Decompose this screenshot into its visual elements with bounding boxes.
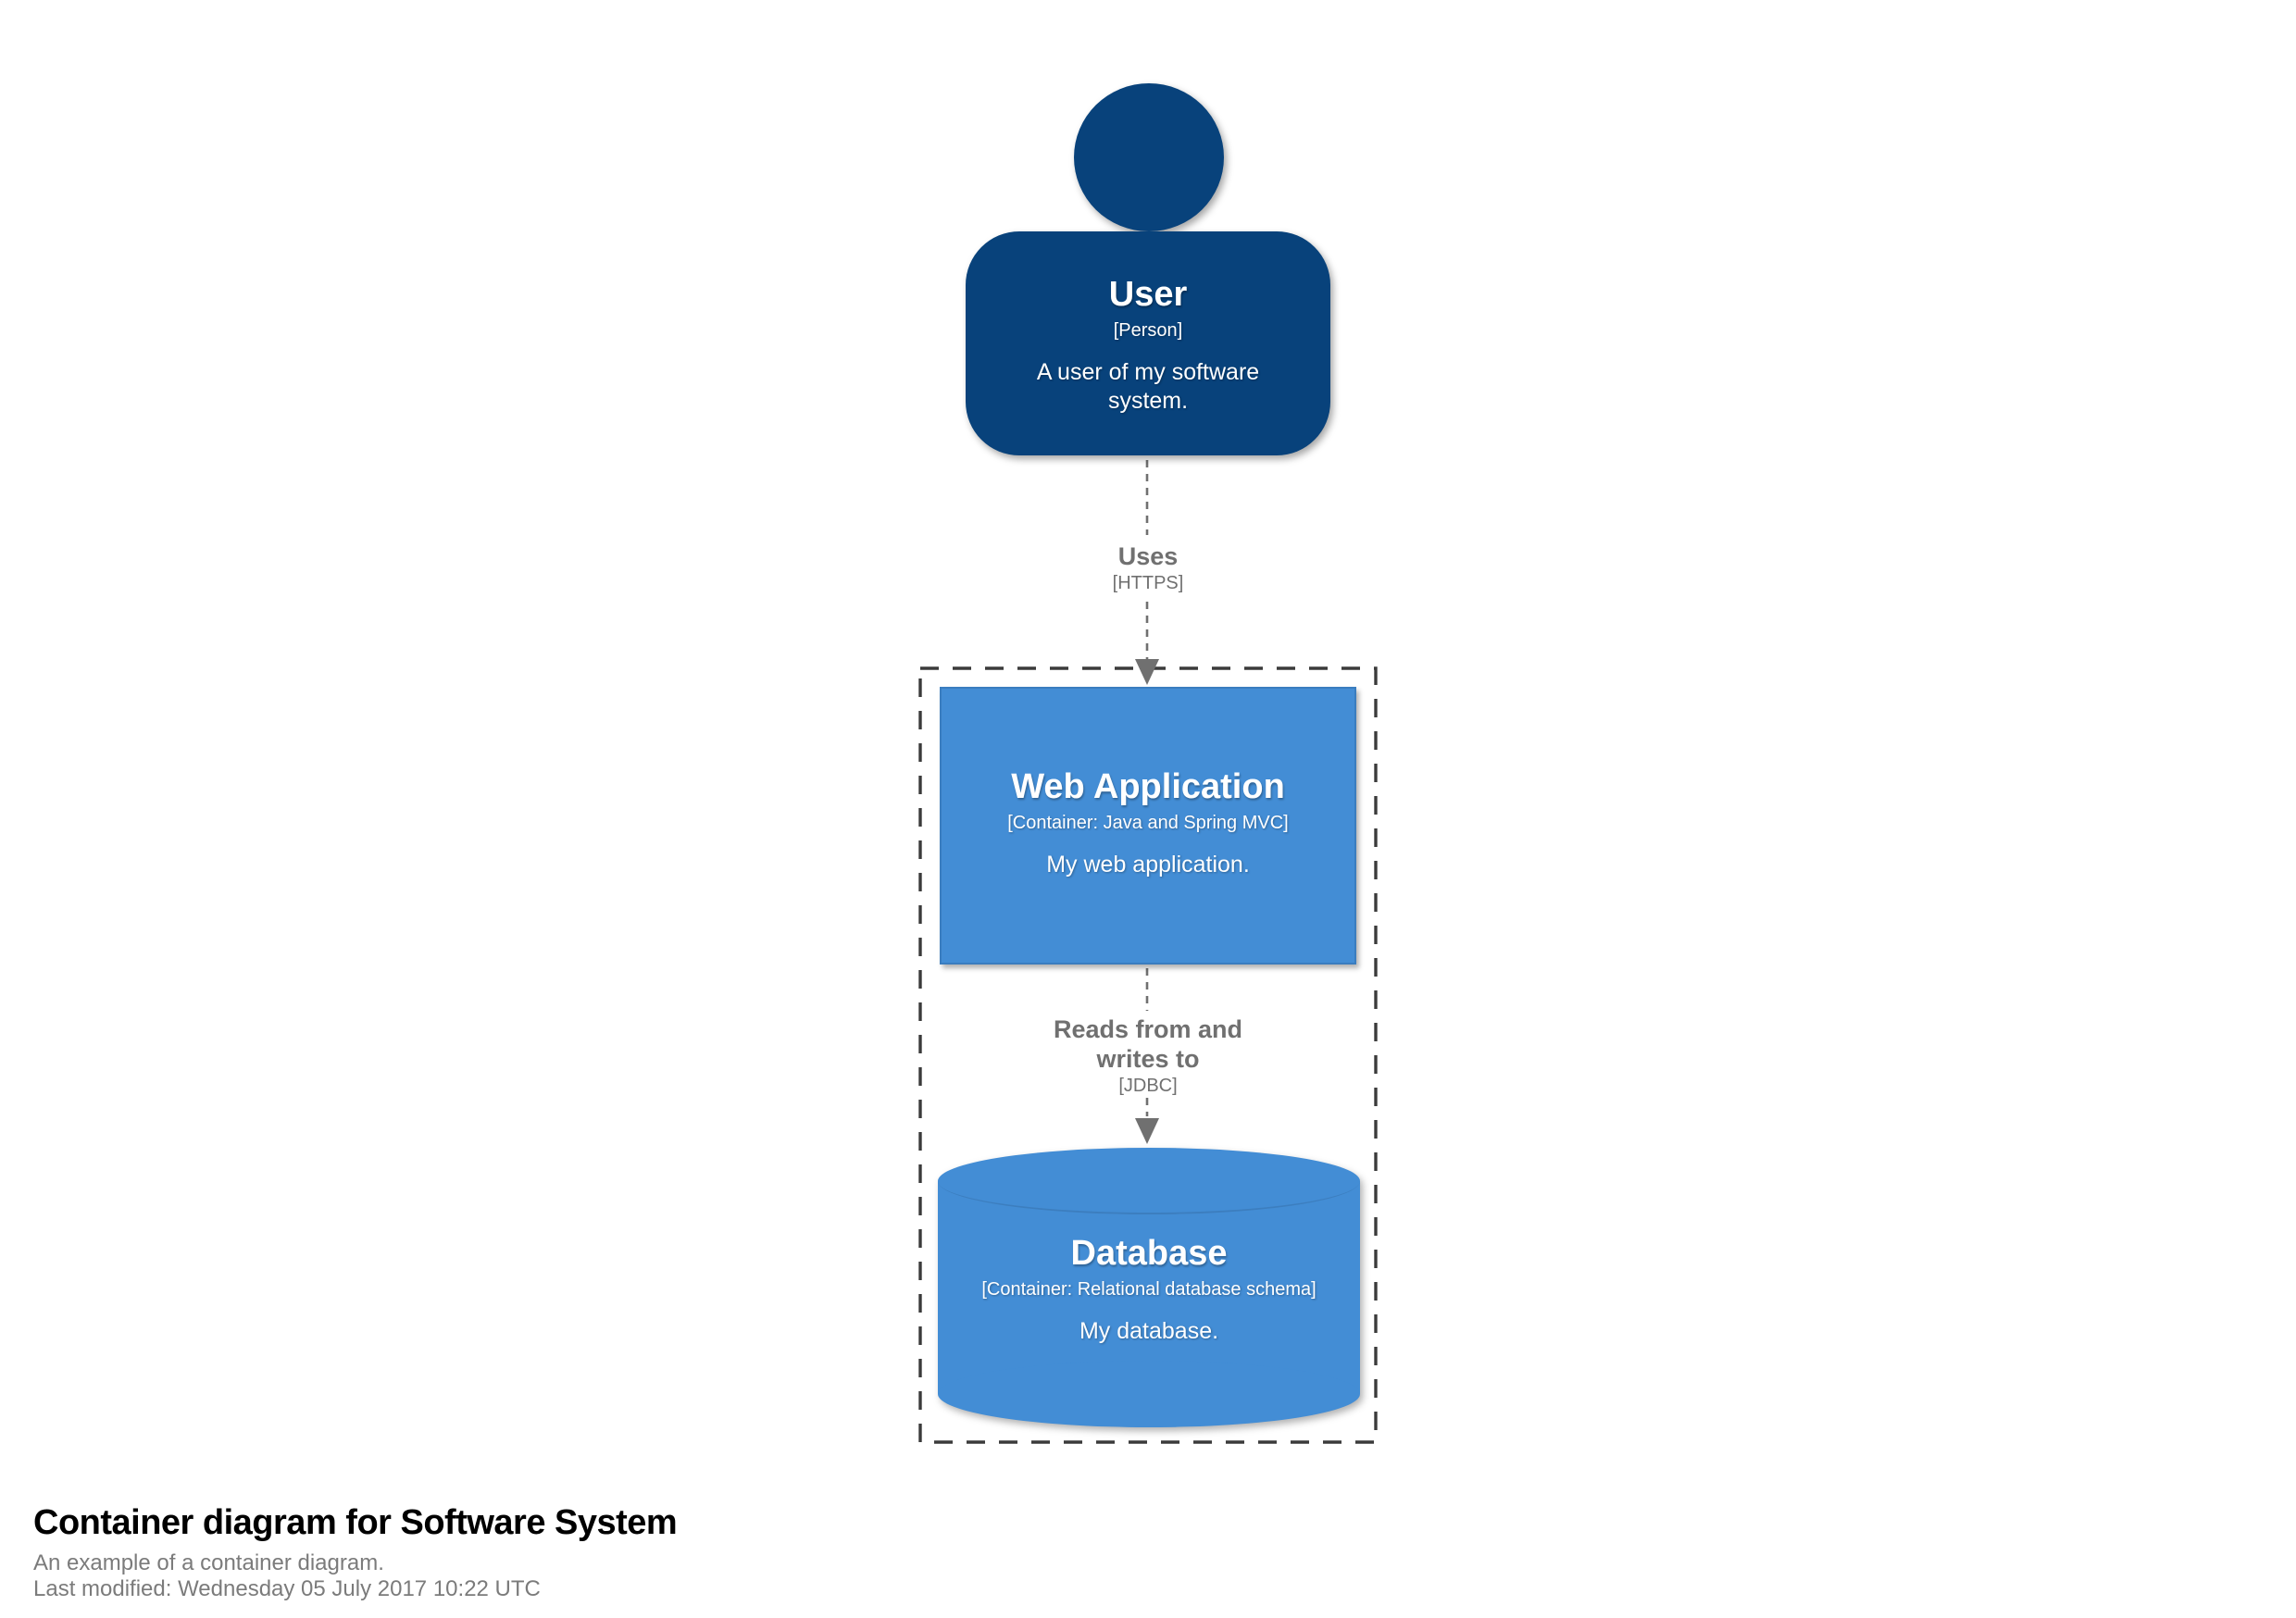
- relationship-meta: [JDBC]: [1118, 1076, 1178, 1096]
- cylinder-top-icon: [938, 1148, 1360, 1214]
- relationship-name: Uses: [1117, 542, 1179, 570]
- relationship-label-jdbc: Reads from and writes to [JDBC]: [1035, 1014, 1261, 1098]
- database-text: Database [Container: Relational database…: [938, 1148, 1360, 1427]
- diagram-last-modified: Last modified: Wednesday 05 July 2017 10…: [33, 1576, 541, 1601]
- cylinder-body: [938, 1181, 1360, 1394]
- person-body: User [Person] A user of my software syst…: [966, 231, 1330, 455]
- container-description: My web application.: [1046, 852, 1250, 877]
- arrow-down-icon: [1135, 659, 1159, 685]
- container-node-web-application: Web Application [Container: Java and Spr…: [940, 687, 1356, 965]
- container-name: Database: [1070, 1234, 1228, 1273]
- relationship-label-uses: Uses [HTTPS]: [1065, 541, 1231, 595]
- cylinder-bottom-icon: [938, 1361, 1360, 1427]
- person-name: User: [1108, 275, 1188, 314]
- container-description: My database.: [1079, 1318, 1219, 1344]
- container-meta: [Container: Java and Spring MVC]: [1007, 813, 1289, 833]
- container-node-database: Database [Container: Relational database…: [938, 1148, 1360, 1427]
- person-description: A user of my software system.: [1036, 359, 1260, 414]
- person-head-icon: [1074, 83, 1224, 231]
- diagram-title-block: Container diagram for Software System An…: [33, 1501, 678, 1602]
- container-meta: [Container: Relational database schema]: [981, 1279, 1316, 1300]
- relationship-name: Reads from and writes to: [1053, 1015, 1243, 1073]
- arrow-down-icon: [1135, 1118, 1159, 1144]
- diagram-subtitle: An example of a container diagram.: [33, 1550, 384, 1575]
- diagram-title: Container diagram for Software System: [33, 1503, 678, 1542]
- relationship-meta: [HTTPS]: [1112, 573, 1184, 593]
- container-name: Web Application: [1011, 767, 1285, 806]
- person-meta: [Person]: [1113, 320, 1183, 341]
